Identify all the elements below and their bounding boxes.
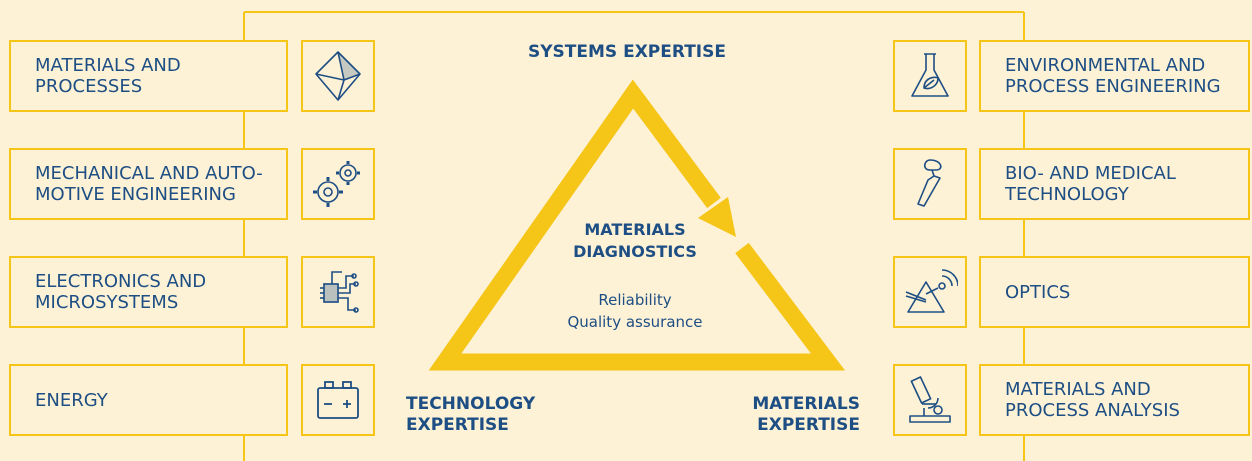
battery-icon: [301, 364, 375, 436]
hip-implant-icon: [893, 148, 967, 220]
field-electronics-microsystems: ELECTRONICS AND MICROSYSTEMS: [9, 256, 288, 328]
field-materials-and-processes: MATERIALS AND PROCESSES: [9, 40, 288, 112]
cycle-arrowhead-icon: [698, 197, 736, 237]
diagnostics-subtitle: Reliability Quality assurance: [567, 291, 703, 331]
field-environmental-process: ENVIRONMENTAL AND PROCESS ENGINEERING: [979, 40, 1250, 112]
prism-icon: [893, 256, 967, 328]
materials-expertise-label: MATERIALS EXPERTISE: [752, 394, 860, 435]
field-bio-medical: BIO- AND MEDICAL TECHNOLOGY: [979, 148, 1250, 220]
gears-icon: [301, 148, 375, 220]
systems-expertise-label: SYSTEMS EXPERTISE: [528, 42, 726, 62]
materials-diagnostics-title: MATERIALS DIAGNOSTICS: [573, 220, 697, 261]
octahedron-icon: [301, 40, 375, 112]
microscope-icon: [893, 364, 967, 436]
field-materials-process-analysis: MATERIALS AND PROCESS ANALYSIS: [979, 364, 1250, 436]
field-energy: ENERGY: [9, 364, 288, 436]
flask-leaf-icon: [893, 40, 967, 112]
technology-expertise-label: TECHNOLOGY EXPERTISE: [406, 394, 536, 435]
circuit-chip-icon: [301, 256, 375, 328]
field-optics: OPTICS: [979, 256, 1250, 328]
field-mechanical-automotive: MECHANICAL AND AUTO- MOTIVE ENGINEERING: [9, 148, 288, 220]
